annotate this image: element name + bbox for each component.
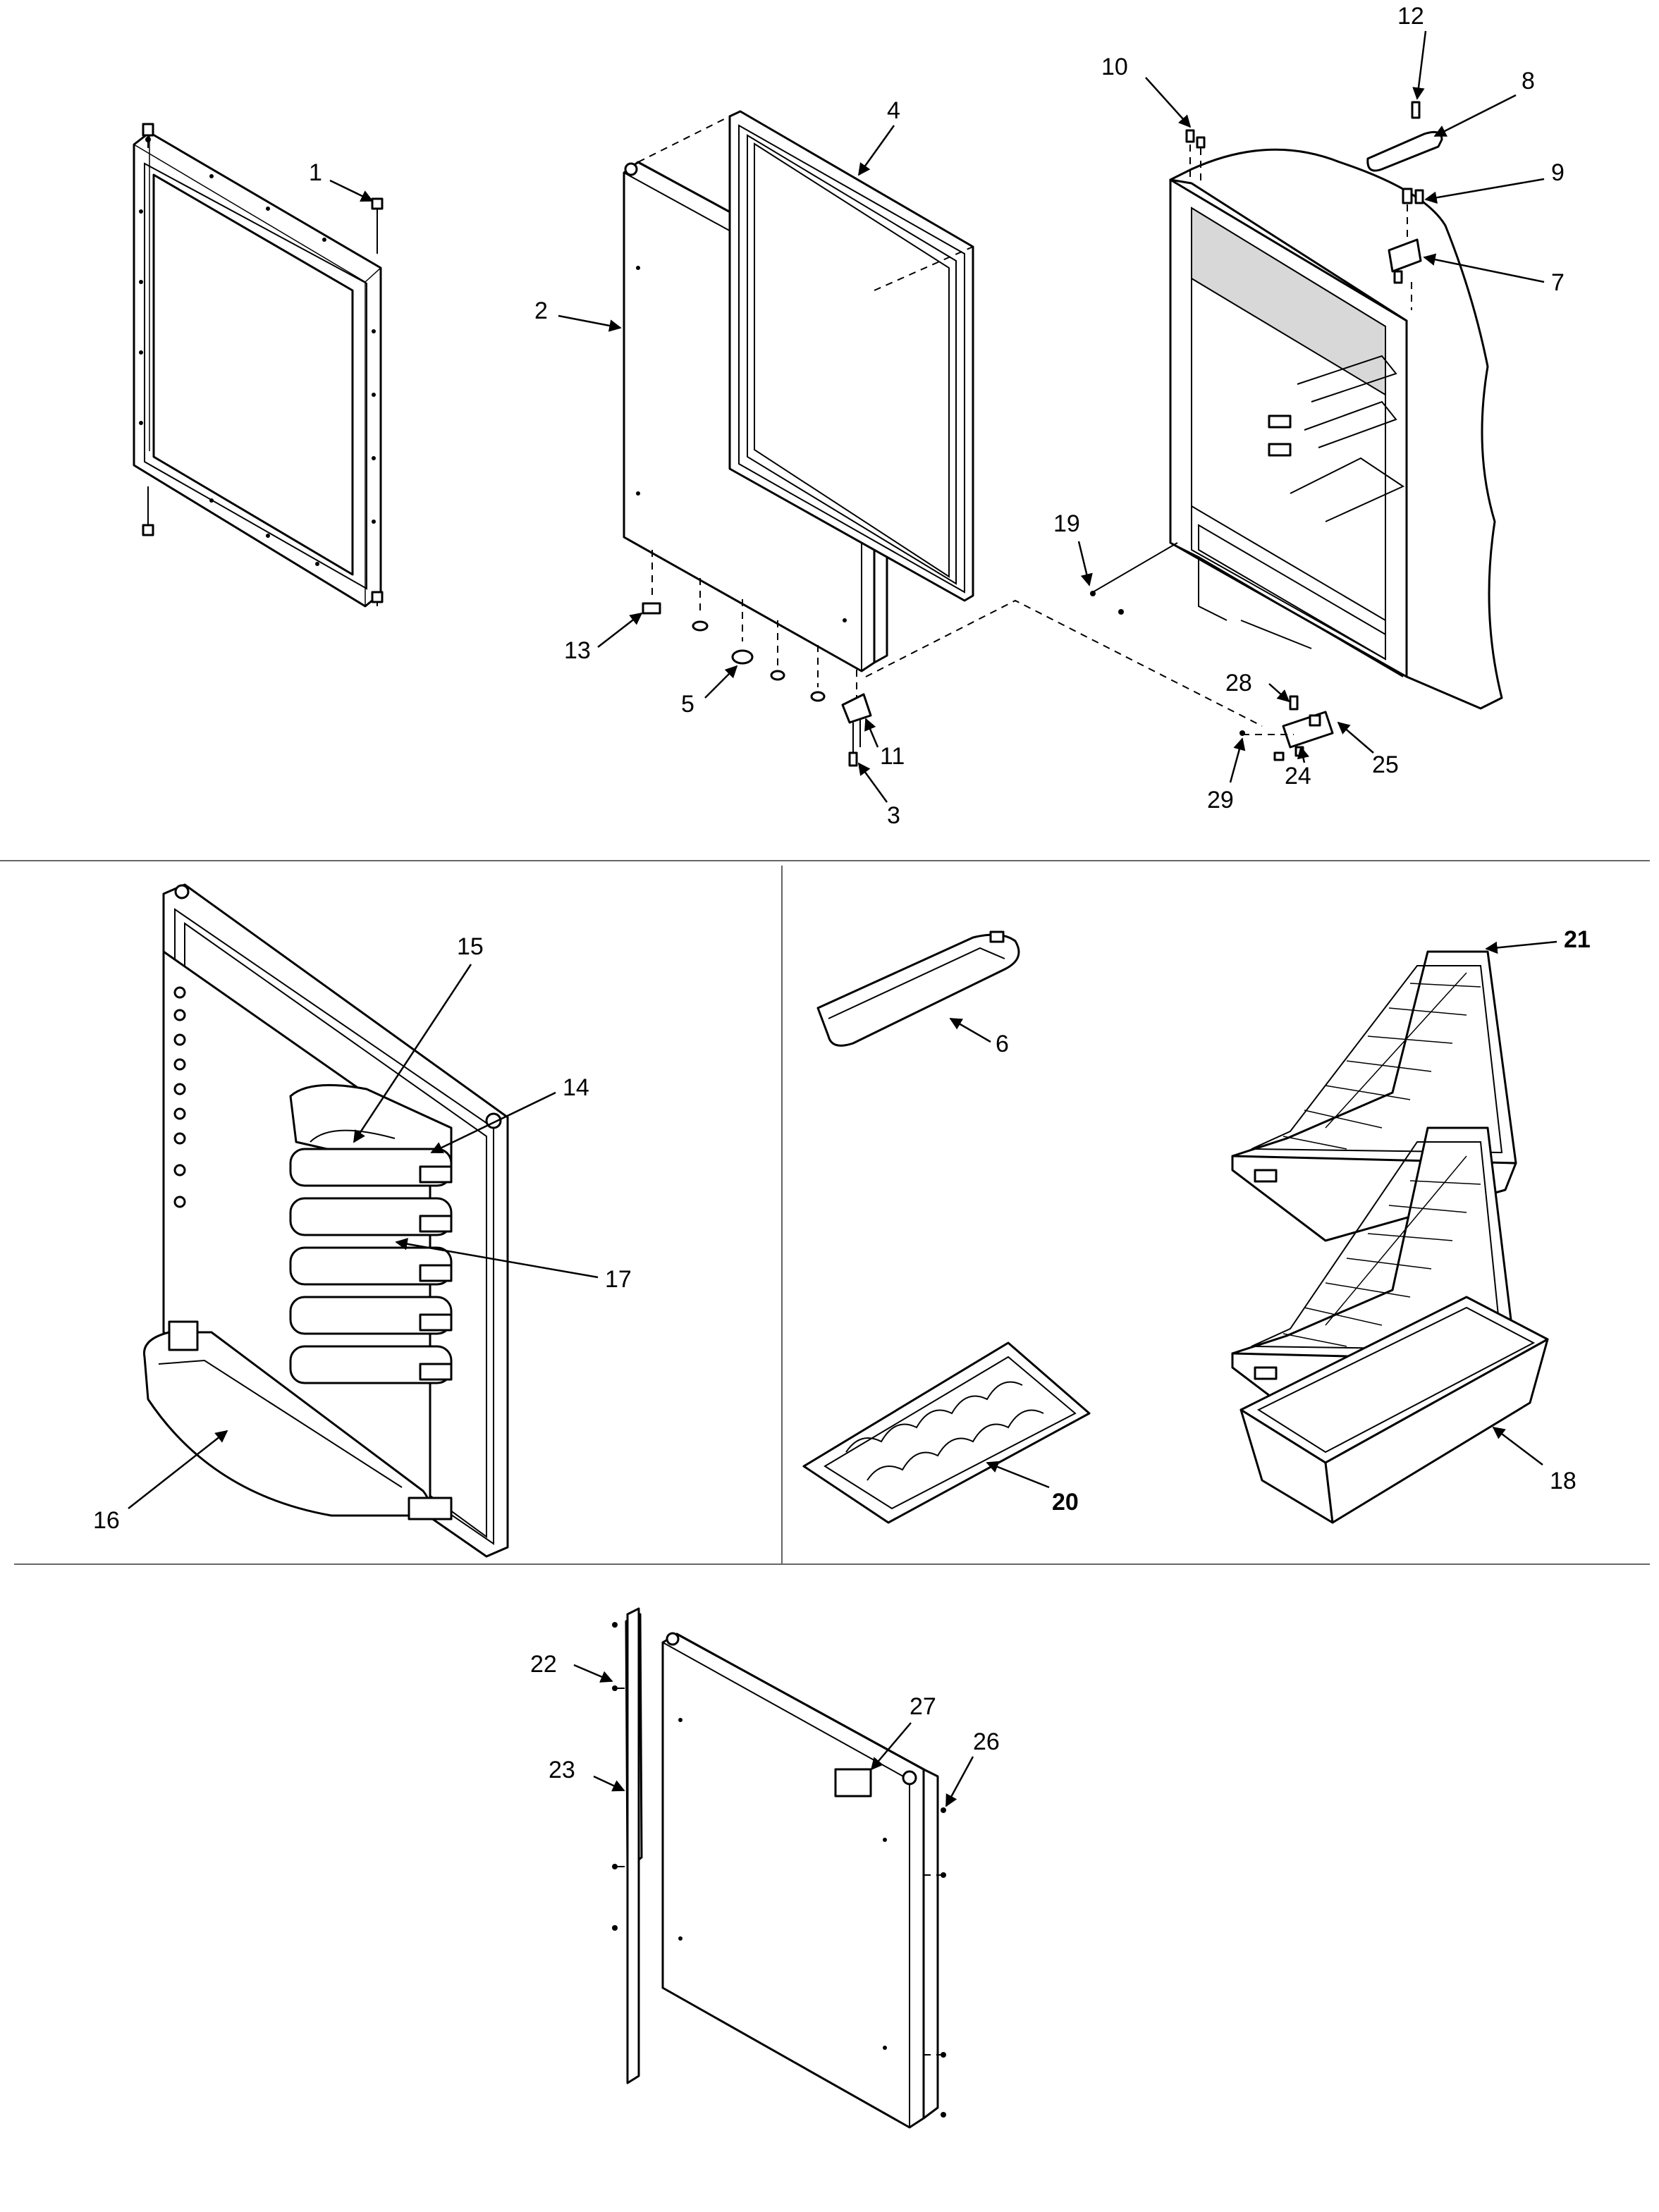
frame-screw-bottom xyxy=(142,486,154,536)
svg-text:6: 6 xyxy=(996,1031,1009,1057)
door-frame xyxy=(133,123,384,608)
svg-text:14: 14 xyxy=(563,1074,589,1101)
ice-tray-upper-cells xyxy=(1282,972,1481,1150)
callout-18: 18 xyxy=(1492,1426,1577,1494)
callout-3: 3 xyxy=(857,762,900,829)
svg-text:3: 3 xyxy=(887,802,900,829)
callout-5: 5 xyxy=(681,665,738,718)
svg-text:28: 28 xyxy=(1225,670,1252,696)
door-trim-strip xyxy=(612,1607,643,2084)
callout-1: 1 xyxy=(309,159,374,202)
callout-21: 21 xyxy=(1485,926,1591,954)
svg-text:8: 8 xyxy=(1522,68,1535,94)
callout-26: 26 xyxy=(945,1728,1000,1807)
callout-7: 7 xyxy=(1423,253,1565,296)
svg-text:16: 16 xyxy=(93,1507,120,1534)
crisper-bin-part-18 xyxy=(1239,1296,1549,1524)
callout-2: 2 xyxy=(534,297,622,332)
shelf-part-6 xyxy=(816,930,1020,1047)
callout-20: 20 xyxy=(986,1461,1079,1516)
ice-tray-lower-cells xyxy=(1282,1155,1481,1347)
svg-text:12: 12 xyxy=(1397,3,1424,30)
door-interior-holes xyxy=(173,986,186,1208)
cabinet xyxy=(1169,148,1503,710)
lower-door-panel xyxy=(661,1632,946,2129)
callout-14: 14 xyxy=(430,1074,589,1154)
alignment-lines-upper xyxy=(637,116,1263,727)
frame-screw-top xyxy=(142,123,154,148)
svg-text:22: 22 xyxy=(530,1651,557,1678)
callout-8: 8 xyxy=(1433,68,1535,137)
svg-text:21: 21 xyxy=(1564,926,1591,953)
callout-24: 24 xyxy=(1285,746,1311,789)
side-screws-lower xyxy=(924,1807,946,2118)
callout-4: 4 xyxy=(857,97,900,176)
svg-text:25: 25 xyxy=(1372,751,1399,778)
callout-12: 12 xyxy=(1397,3,1427,100)
door-interior xyxy=(142,883,509,1558)
callout-labels: 1 2 3 4 5 6 7 8 9 10 11 12 13 14 15 16 1… xyxy=(93,3,1591,1807)
callout-9: 9 xyxy=(1424,159,1565,204)
top-hinge-parts xyxy=(1185,101,1443,310)
svg-text:17: 17 xyxy=(605,1266,632,1293)
svg-text:2: 2 xyxy=(534,297,548,324)
svg-text:13: 13 xyxy=(564,637,591,664)
side-screws xyxy=(1090,542,1178,615)
section-dividers xyxy=(0,860,1650,1565)
door-bins xyxy=(289,1083,453,1384)
svg-text:4: 4 xyxy=(887,97,900,124)
svg-text:10: 10 xyxy=(1101,54,1128,80)
egg-tray-part-20 xyxy=(802,1341,1091,1524)
svg-text:11: 11 xyxy=(880,743,905,770)
bottom-hinge-parts xyxy=(1239,695,1334,761)
frame-screw-bottom-right xyxy=(371,591,384,606)
svg-text:23: 23 xyxy=(549,1757,575,1783)
callout-22: 22 xyxy=(530,1651,613,1683)
svg-text:24: 24 xyxy=(1285,763,1311,789)
callout-17: 17 xyxy=(395,1238,632,1293)
svg-text:1: 1 xyxy=(309,159,322,186)
svg-text:15: 15 xyxy=(457,933,484,960)
callout-19: 19 xyxy=(1053,510,1093,586)
callout-6: 6 xyxy=(949,1017,1009,1057)
svg-text:18: 18 xyxy=(1550,1468,1577,1494)
svg-text:26: 26 xyxy=(973,1728,1000,1755)
callout-11: 11 xyxy=(864,718,905,770)
callout-15: 15 xyxy=(353,933,484,1143)
callout-16: 16 xyxy=(93,1430,228,1534)
callout-27: 27 xyxy=(870,1693,936,1771)
callout-28: 28 xyxy=(1225,670,1290,703)
callout-10: 10 xyxy=(1101,54,1192,128)
svg-text:29: 29 xyxy=(1207,787,1234,813)
svg-text:7: 7 xyxy=(1551,269,1565,296)
bottom-door-shelf xyxy=(142,1320,453,1520)
svg-text:20: 20 xyxy=(1052,1489,1079,1516)
svg-text:9: 9 xyxy=(1551,159,1565,186)
callout-23: 23 xyxy=(549,1757,625,1792)
trim-screws xyxy=(612,1622,626,1931)
callout-13: 13 xyxy=(564,612,643,664)
svg-text:27: 27 xyxy=(910,1693,936,1720)
callout-25: 25 xyxy=(1337,721,1399,778)
door-bottom-hardware xyxy=(642,602,872,767)
callout-29: 29 xyxy=(1207,737,1246,813)
svg-text:5: 5 xyxy=(681,691,694,718)
door-gasket xyxy=(728,110,974,602)
svg-text:19: 19 xyxy=(1053,510,1080,537)
screw-part-1 xyxy=(371,197,384,254)
